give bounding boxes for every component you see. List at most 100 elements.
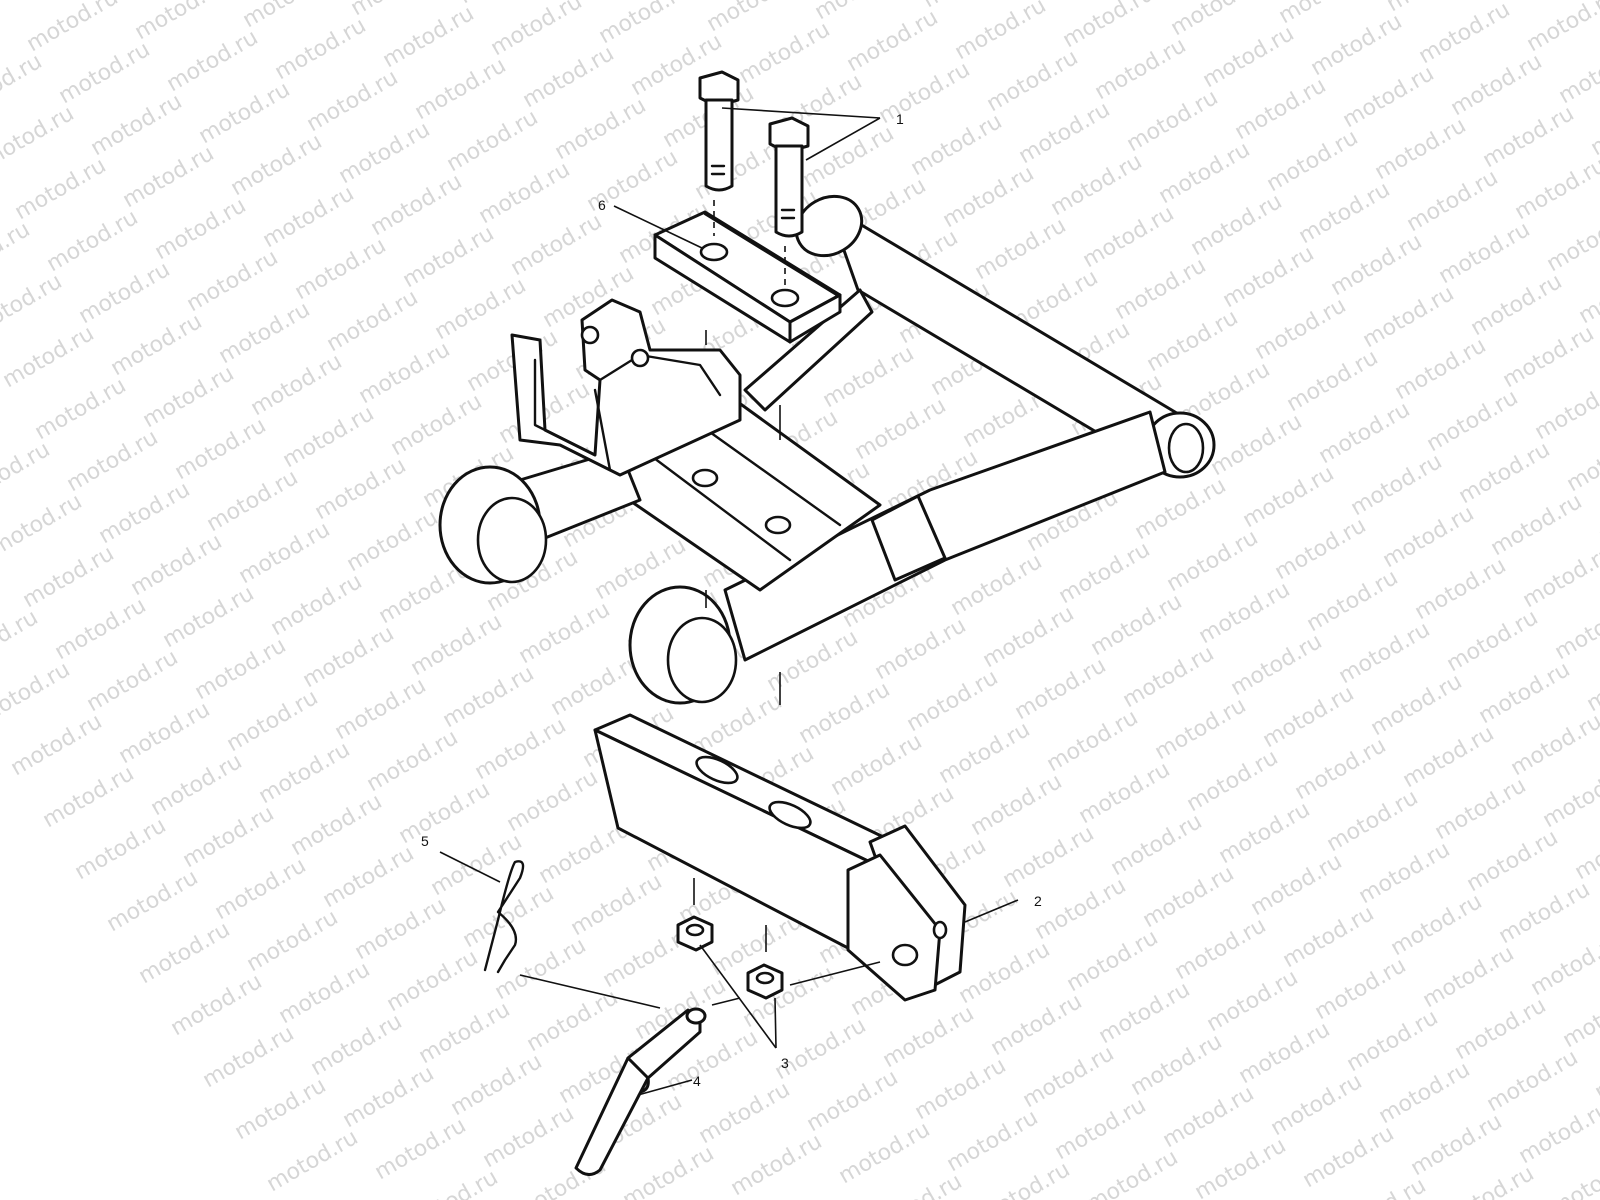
watermark-text: motod.ru	[275, 957, 375, 1029]
watermark-text: motod.ru	[595, 0, 695, 49]
watermark-text: motod.ru	[1383, 0, 1483, 17]
watermark-text: motod.ru	[1127, 1029, 1227, 1101]
watermark-text: motod.ru	[1091, 33, 1191, 105]
watermark-text: motod.ru	[1475, 657, 1575, 729]
watermark-text: motod.ru	[507, 209, 607, 281]
watermark-text: motod.ru	[1331, 1173, 1431, 1200]
watermark-text: motod.ru	[311, 453, 411, 525]
watermark-text: motod.ru	[415, 997, 515, 1069]
watermark-text: motod.ru	[1391, 333, 1491, 405]
watermark-text: motod.ru	[1379, 501, 1479, 573]
watermark-text: motod.ru	[1411, 553, 1511, 625]
watermark-text: motod.ru	[103, 865, 203, 937]
watermark-text: motod.ru	[339, 1061, 439, 1133]
callout-3: 3	[781, 1055, 789, 1071]
watermark-text: motod.ru	[11, 153, 111, 225]
watermark-text: motod.ru	[1271, 513, 1371, 585]
watermark-text: motod.ru	[1519, 541, 1600, 613]
watermark-text: motod.ru	[987, 989, 1087, 1061]
watermark-text: motod.ru	[971, 213, 1071, 285]
watermark-text: motod.ru	[1047, 149, 1147, 221]
watermark-text: motod.ru	[1403, 165, 1503, 237]
watermark-text: motod.ru	[1563, 425, 1600, 497]
watermark-text: motod.ru	[303, 65, 403, 137]
watermark-text: motod.ru	[43, 205, 143, 277]
callout-6: 6	[598, 197, 606, 213]
watermark-text: motod.ru	[399, 221, 499, 293]
watermark-text: motod.ru	[0, 605, 42, 677]
watermark-text: motod.ru	[1159, 1081, 1259, 1153]
watermark-text: motod.ru	[347, 0, 447, 21]
watermark-text: motod.ru	[1247, 849, 1347, 921]
watermark-text: motod.ru	[1107, 809, 1207, 881]
watermark-text: motod.ru	[263, 1125, 363, 1197]
watermark-text: motod.ru	[1227, 629, 1327, 701]
watermark-text: motod.ru	[827, 729, 927, 801]
watermark-text: motod.ru	[259, 181, 359, 253]
watermark-text: motod.ru	[867, 1169, 967, 1200]
assembly-centerlines	[693, 200, 786, 952]
watermark-text: motod.ru	[1239, 461, 1339, 533]
watermark-text: motod.ru	[919, 0, 1019, 13]
watermark-text: motod.ru	[871, 613, 971, 685]
watermark-text: motod.ru	[1139, 861, 1239, 933]
watermark-text: motod.ru	[135, 917, 235, 989]
watermark-text: motod.ru	[255, 737, 355, 809]
watermark-text: motod.ru	[695, 1077, 795, 1149]
watermark-text: motod.ru	[1111, 253, 1211, 325]
watermark-text: motod.ru	[503, 765, 603, 837]
watermark-text: motod.ru	[19, 541, 119, 613]
watermark-text: motod.ru	[211, 853, 311, 925]
watermark-text: motod.ru	[1555, 37, 1600, 109]
watermark-text: motod.ru	[351, 893, 451, 965]
watermark-text: motod.ru	[367, 169, 467, 241]
watermark-text: motod.ru	[999, 821, 1099, 893]
watermark-text: motod.ru	[479, 1101, 579, 1173]
watermark-text: motod.ru	[1443, 605, 1543, 677]
watermark-text: motod.ru	[287, 789, 387, 861]
watermark-text: motod.ru	[115, 697, 215, 769]
watermark-text: motod.ru	[139, 361, 239, 433]
watermark-text: motod.ru	[1123, 85, 1223, 157]
watermark-text: motod.ru	[567, 869, 667, 941]
watermark-text: motod.ru	[727, 1129, 827, 1200]
watermark-text: motod.ru	[215, 297, 315, 369]
watermark-text: motod.ru	[383, 945, 483, 1017]
watermark-text: motod.ru	[0, 269, 66, 341]
watermark-text: motod.ru	[131, 0, 231, 45]
watermark-text: motod.ru	[975, 1157, 1075, 1200]
watermark-text: motod.ru	[95, 477, 195, 549]
watermark-text: motod.ru	[1295, 177, 1395, 249]
watermark-text: motod.ru	[1527, 929, 1600, 1001]
watermark-text: motod.ru	[127, 529, 227, 601]
watermark-text: motod.ru	[875, 57, 975, 129]
watermark-text: motod.ru	[1575, 257, 1600, 329]
watermark-text: motod.ru	[1419, 941, 1519, 1013]
watermark-text: motod.ru	[955, 937, 1055, 1009]
watermark-text: motod.ru	[1055, 537, 1155, 609]
watermark-text: motod.ru	[1051, 1093, 1151, 1165]
watermark-text: motod.ru	[1235, 1017, 1335, 1089]
watermark-text: motod.ru	[239, 0, 339, 33]
watermark-text: motod.ru	[343, 505, 443, 577]
watermark-text: motod.ru	[195, 77, 295, 149]
watermark-text: motod.ru	[1063, 925, 1163, 997]
watermark-text: motod.ru	[1539, 761, 1600, 833]
watermark-text: motod.ru	[907, 109, 1007, 181]
watermark-text: motod.ru	[1131, 473, 1231, 545]
watermark-text: motod.ru	[227, 129, 327, 201]
watermark-text: motod.ru	[903, 665, 1003, 737]
watermark-text: motod.ru	[0, 657, 74, 729]
watermark-text: motod.ru	[1199, 21, 1299, 93]
watermark-text: motod.ru	[1155, 137, 1255, 209]
watermark-text: motod.ru	[23, 0, 123, 57]
watermark-text: motod.ru	[363, 725, 463, 797]
watermark-text: motod.ru	[319, 841, 419, 913]
watermark-text: motod.ru	[851, 393, 951, 465]
watermark-text: motod.ru	[1031, 873, 1131, 945]
watermark-text: motod.ru	[355, 337, 455, 409]
mounting-plate	[653, 210, 842, 344]
watermark-text: motod.ru	[443, 105, 543, 177]
watermark-text: motod.ru	[307, 1009, 407, 1081]
hex-nut-icon	[746, 963, 784, 1000]
